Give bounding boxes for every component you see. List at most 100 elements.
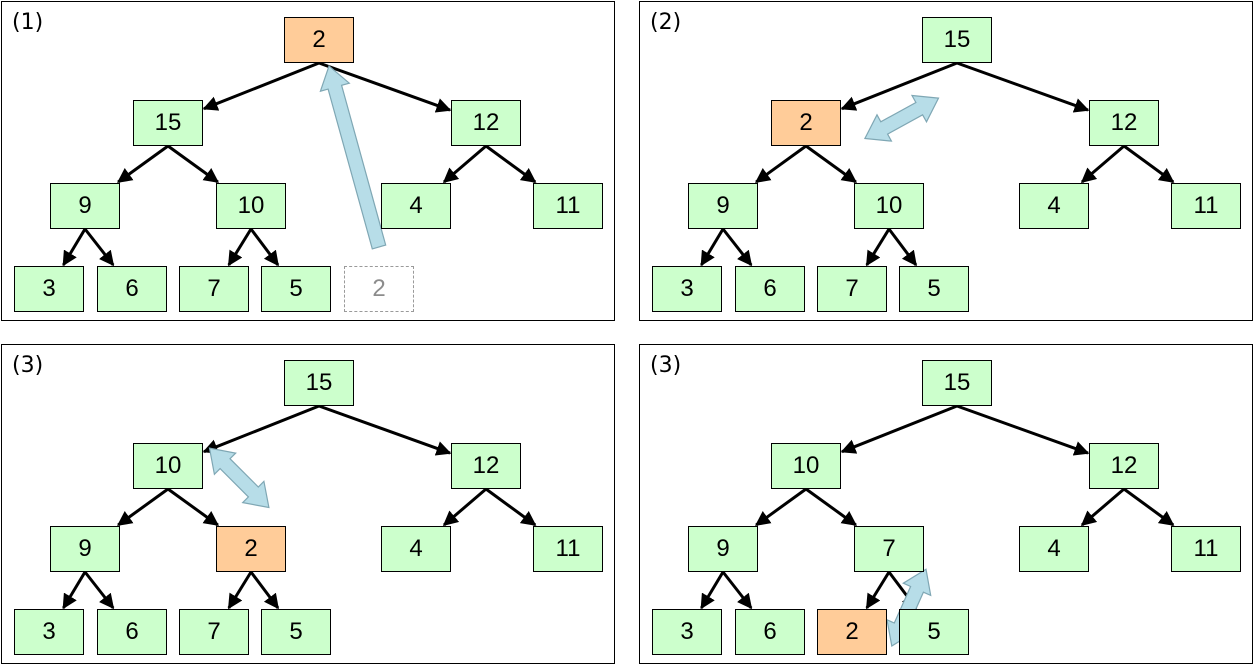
tree-edge: [1080, 144, 1125, 184]
panel-label: (2): [650, 10, 682, 35]
tree-node: 7: [179, 266, 249, 312]
tree-edge: [805, 487, 858, 527]
panel-label: (3): [650, 353, 682, 378]
tree-edge: [116, 487, 169, 527]
tree-edges: [700, 404, 1175, 647]
swap-arrow-icon: [863, 94, 940, 142]
tree-edge: [485, 144, 537, 184]
tree-node: 12: [451, 100, 521, 146]
tree-edge: [442, 487, 487, 527]
tree-node: 7: [179, 609, 249, 655]
tree-edge: [865, 228, 891, 267]
tree-edge: [1123, 144, 1175, 184]
tree-node: 15: [284, 360, 354, 406]
tree-node: 9: [50, 526, 120, 572]
tree-node: 5: [899, 266, 969, 312]
panel-label: (3): [12, 353, 44, 378]
tree-edge: [202, 404, 320, 454]
tree-edge: [83, 228, 115, 267]
tree-node: 11: [533, 526, 603, 572]
tree-node: 6: [97, 266, 167, 312]
tree-node: 6: [735, 266, 805, 312]
tree-node: 6: [735, 609, 805, 655]
tree-node: 6: [97, 609, 167, 655]
tree-edge: [62, 571, 87, 610]
tree-edges: [700, 61, 1175, 267]
tree-node: 11: [1171, 183, 1241, 229]
ghost-node: 2: [344, 266, 414, 312]
tree-node: 4: [381, 183, 451, 229]
tree-edge: [202, 61, 320, 111]
tree-node: 10: [771, 443, 841, 489]
tree-node: 12: [1089, 100, 1159, 146]
tree-node: 12: [451, 443, 521, 489]
tree-edge: [805, 144, 858, 184]
tree-node: 4: [381, 526, 451, 572]
tree-edges: [62, 61, 537, 267]
tree-edge: [956, 404, 1090, 456]
tree-edge: [116, 144, 169, 184]
tree-node: 4: [1019, 526, 1089, 572]
tree-edge: [249, 228, 280, 267]
tree-edge: [700, 228, 725, 267]
tree-node: 5: [261, 266, 331, 312]
tree-node: 3: [14, 609, 84, 655]
tree-node: 5: [899, 609, 969, 655]
tree-node: 10: [854, 183, 924, 229]
tree-edge: [754, 487, 807, 527]
tree-edge: [167, 487, 220, 527]
tree-node: 15: [922, 17, 992, 63]
tree-node: 9: [688, 526, 758, 572]
tree-node: 11: [533, 183, 603, 229]
tree-edge: [887, 228, 918, 267]
tree-edge: [721, 571, 753, 610]
swap-arrow-icon: [886, 568, 932, 647]
tree-edge: [227, 228, 253, 267]
tree-edge: [865, 571, 891, 610]
tree-edge: [318, 404, 452, 456]
tree-edge: [485, 487, 537, 527]
tree-edge: [227, 571, 253, 610]
tree-node: 9: [688, 183, 758, 229]
tree-node: 3: [652, 609, 722, 655]
tree-node: 12: [1089, 443, 1159, 489]
tree-node: 7: [854, 526, 924, 572]
insert-arrow-icon: [319, 64, 387, 250]
tree-node: 15: [133, 100, 203, 146]
highlighted-node: 2: [771, 100, 841, 146]
tree-edge: [840, 404, 958, 454]
panel-label: (1): [12, 10, 44, 35]
tree-edge: [442, 144, 487, 184]
tree-edge: [62, 228, 87, 267]
tree-edge: [1123, 487, 1175, 527]
swap-arrow-icon: [208, 447, 270, 509]
tree-edge: [754, 144, 807, 184]
tree-edge: [83, 571, 115, 610]
tree-node: 4: [1019, 183, 1089, 229]
tree-edge: [318, 61, 452, 113]
highlighted-node: 2: [216, 526, 286, 572]
tree-edge: [249, 571, 280, 610]
tree-node: 15: [922, 360, 992, 406]
tree-node: 9: [50, 183, 120, 229]
tree-node: 5: [261, 609, 331, 655]
tree-node: 11: [1171, 526, 1241, 572]
tree-node: 10: [216, 183, 286, 229]
tree-edge: [167, 144, 220, 184]
tree-node: 3: [652, 266, 722, 312]
tree-edge: [721, 228, 753, 267]
tree-edge: [700, 571, 725, 610]
tree-edges: [62, 404, 537, 610]
highlighted-node: 2: [817, 609, 887, 655]
highlighted-node: 2: [284, 17, 354, 63]
tree-edge: [840, 61, 958, 111]
tree-node: 7: [817, 266, 887, 312]
tree-edge: [956, 61, 1090, 113]
tree-edge: [1080, 487, 1125, 527]
tree-node: 10: [133, 443, 203, 489]
tree-node: 3: [14, 266, 84, 312]
